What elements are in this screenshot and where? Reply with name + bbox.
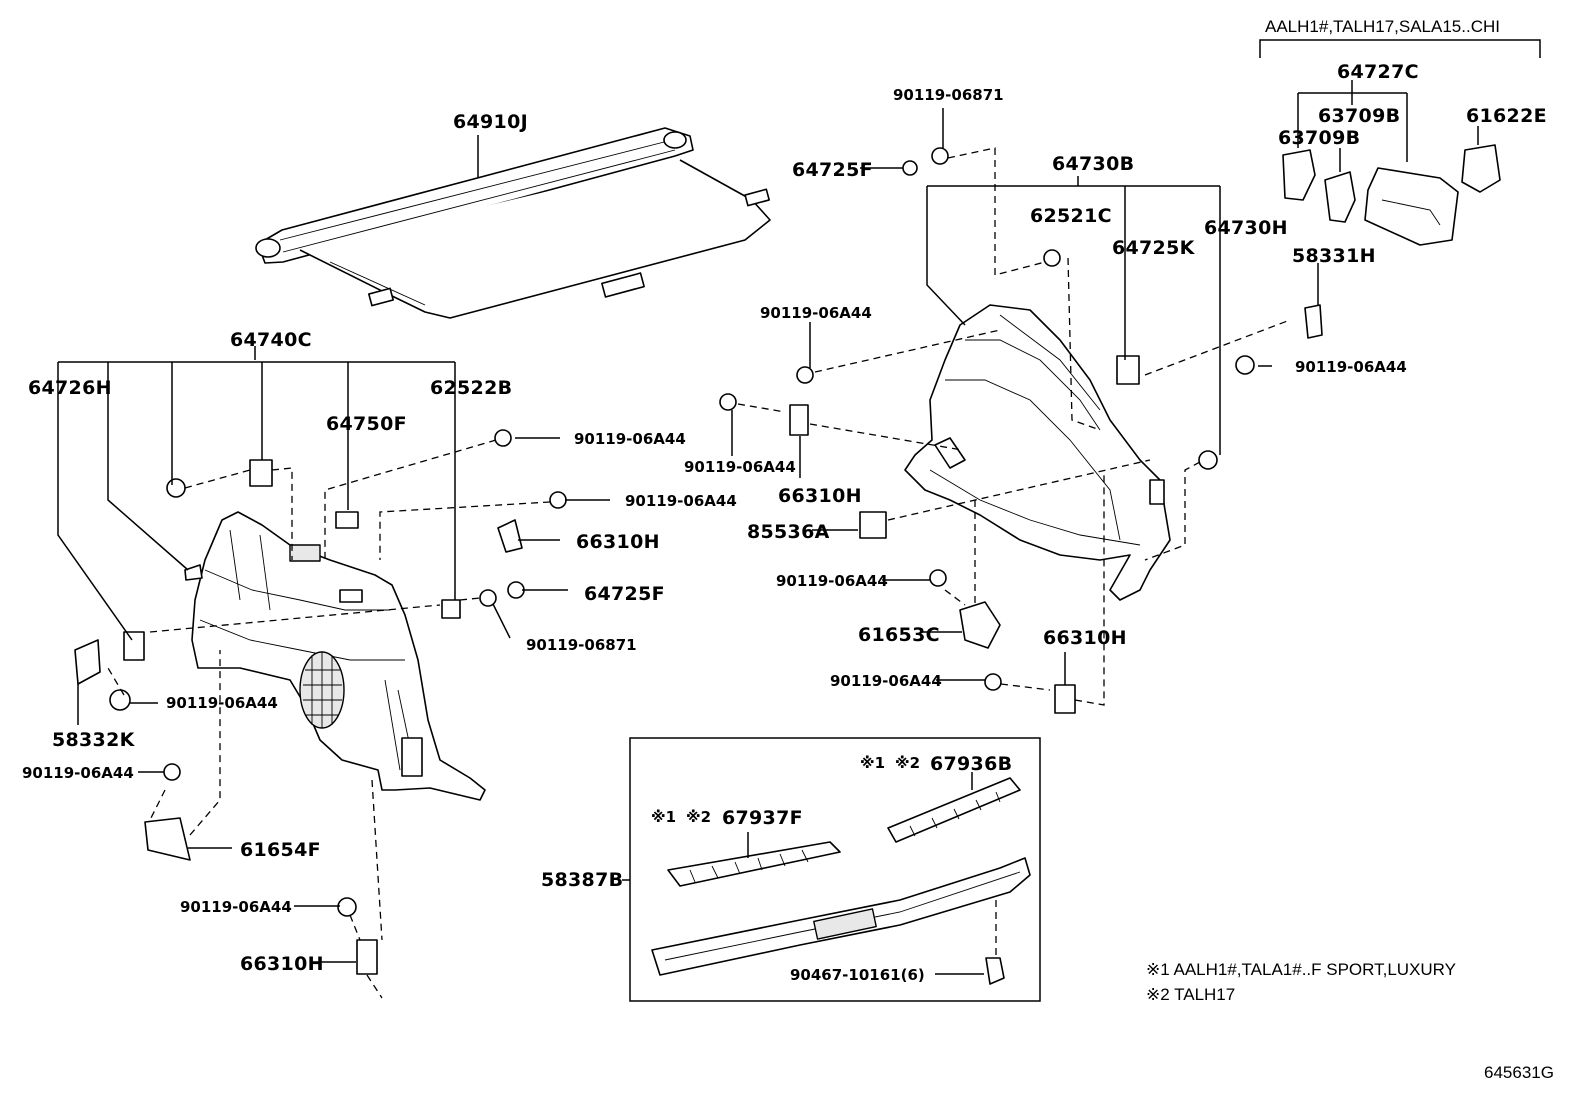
- label-90467-10161[interactable]: 90467-10161(6): [790, 966, 925, 984]
- label-90119-06A44-b[interactable]: 90119-06A44: [625, 492, 737, 510]
- label-58331H[interactable]: 58331H: [1292, 245, 1376, 267]
- footnote-mark-1a: ※1: [651, 808, 676, 826]
- scuff-plate-parts[interactable]: [651, 777, 1031, 985]
- footnote-mark-2a: ※2: [686, 808, 711, 826]
- left-clips[interactable]: [74, 429, 567, 975]
- label-64730H[interactable]: 64730H: [1204, 217, 1288, 239]
- label-64740C[interactable]: 64740C: [230, 329, 312, 351]
- note-1: ※1 AALH1#,TALA1#..F SPORT,LUXURY: [1146, 960, 1456, 979]
- label-90119-06A44-j[interactable]: 90119-06A44: [1295, 358, 1407, 376]
- label-62521C[interactable]: 62521C: [1030, 205, 1112, 227]
- label-64730B[interactable]: 64730B: [1052, 153, 1134, 175]
- label-66310H-a[interactable]: 66310H: [576, 531, 660, 553]
- label-90119-06871-a[interactable]: 90119-06871: [526, 636, 637, 654]
- note-2: ※2 TALH17: [1146, 985, 1235, 1004]
- footnote-mark-2b: ※2: [895, 754, 920, 772]
- label-61653C[interactable]: 61653C: [858, 624, 940, 646]
- tonneau-cover-part[interactable]: [255, 127, 771, 319]
- label-66310H-d[interactable]: 66310H: [1043, 627, 1127, 649]
- label-66310H-c[interactable]: 66310H: [778, 485, 862, 507]
- label-64727C[interactable]: 64727C: [1337, 61, 1419, 83]
- label-64910J[interactable]: 64910J: [453, 111, 528, 133]
- label-64750F[interactable]: 64750F: [326, 413, 407, 435]
- label-90119-06A44-a[interactable]: 90119-06A44: [574, 430, 686, 448]
- label-66310H-b[interactable]: 66310H: [240, 953, 324, 975]
- label-63709B-a[interactable]: 63709B: [1318, 105, 1400, 127]
- label-64725F-b[interactable]: 64725F: [792, 159, 873, 181]
- right-clips[interactable]: [719, 147, 1323, 714]
- left-quarter-trim-part[interactable]: [184, 511, 486, 801]
- label-64726H[interactable]: 64726H: [28, 377, 112, 399]
- label-90119-06A44-f[interactable]: 90119-06A44: [760, 304, 872, 322]
- label-62522B[interactable]: 62522B: [430, 377, 512, 399]
- variant-header: AALH1#,TALH17,SALA15..CHI: [1265, 17, 1500, 36]
- label-61622E[interactable]: 61622E: [1466, 105, 1547, 127]
- label-90119-06A44-c[interactable]: 90119-06A44: [166, 694, 278, 712]
- label-61654F[interactable]: 61654F: [240, 839, 321, 861]
- bracket-parts[interactable]: [1282, 144, 1501, 246]
- label-58332K[interactable]: 58332K: [52, 729, 136, 751]
- right-quarter-trim-part[interactable]: [904, 304, 1171, 601]
- label-58387B[interactable]: 58387B: [541, 869, 623, 891]
- label-90119-06871-b[interactable]: 90119-06871: [893, 86, 1004, 104]
- label-90119-06A44-e[interactable]: 90119-06A44: [180, 898, 292, 916]
- label-90119-06A44-h[interactable]: 90119-06A44: [776, 572, 888, 590]
- label-64725F-a[interactable]: 64725F: [584, 583, 665, 605]
- label-64725K[interactable]: 64725K: [1112, 237, 1196, 259]
- label-90119-06A44-i[interactable]: 90119-06A44: [830, 672, 942, 690]
- scuff-plate-box: [629, 737, 1041, 1002]
- label-63709B-b[interactable]: 63709B: [1278, 127, 1360, 149]
- label-90119-06A44-g[interactable]: 90119-06A44: [684, 458, 796, 476]
- footnote-mark-1b: ※1: [860, 754, 885, 772]
- label-90119-06A44-d[interactable]: 90119-06A44: [22, 764, 134, 782]
- figure-id: 645631G: [1484, 1063, 1554, 1082]
- label-85536A[interactable]: 85536A: [747, 521, 830, 543]
- label-67936B[interactable]: 67936B: [930, 753, 1012, 775]
- label-67937F[interactable]: 67937F: [722, 807, 803, 829]
